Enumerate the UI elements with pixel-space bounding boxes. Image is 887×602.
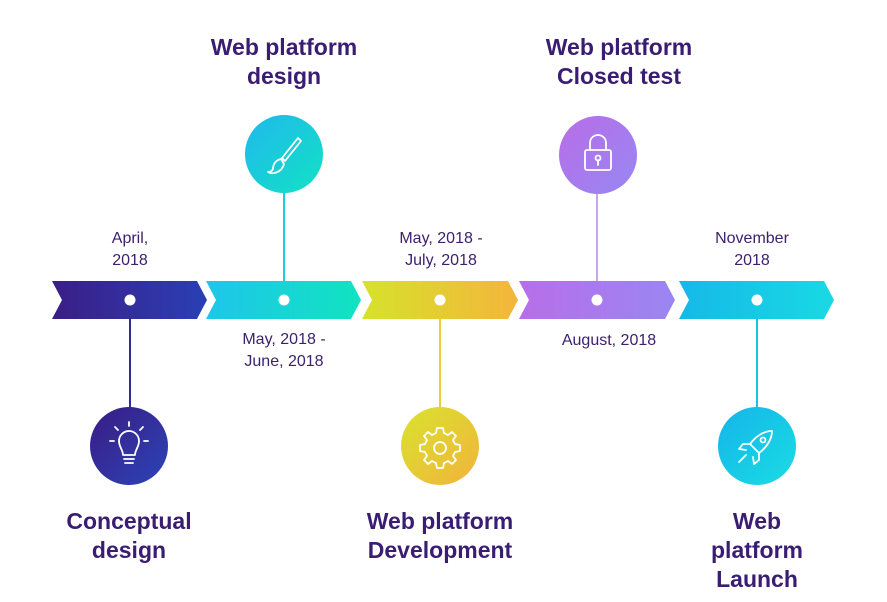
milestone-date-2: May, 2018 - June, 2018 [242, 331, 326, 370]
milestone-dot-3 [434, 294, 446, 306]
milestone-title-2: Web platform design [210, 34, 358, 89]
icon-badge-4 [559, 116, 637, 194]
icon-badge-3 [401, 407, 479, 485]
gear-icon [419, 427, 461, 469]
lightbulb-icon [109, 421, 149, 464]
milestone-date-4: August, 2018 [561, 332, 657, 349]
milestone-title-3: Web platform Development [366, 508, 514, 563]
lock-icon [584, 134, 612, 171]
milestone-dot-1 [124, 294, 136, 306]
paintbrush-icon [267, 137, 302, 175]
milestone-title-5: Web platform Launch [711, 508, 803, 592]
icon-badge-5 [718, 407, 796, 485]
milestone-dot-5 [751, 294, 763, 306]
milestone-dot-2 [278, 294, 290, 306]
icon-badge-1 [90, 407, 168, 485]
milestone-title-1: Conceptual design [66, 508, 192, 563]
milestone-date-5: November 2018 [715, 230, 789, 269]
milestone-dot-4 [591, 294, 603, 306]
milestone-date-3: May, 2018 - July, 2018 [399, 230, 483, 269]
milestone-title-4: Web platform Closed test [545, 34, 693, 89]
icon-badge-2 [245, 115, 323, 193]
milestone-date-1: April, 2018 [111, 230, 149, 269]
rocket-icon [738, 430, 773, 465]
